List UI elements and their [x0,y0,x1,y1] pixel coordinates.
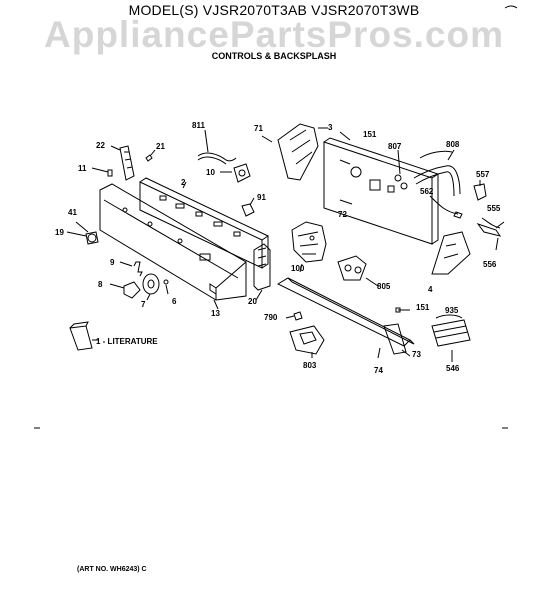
part-19-knob [66,221,99,245]
part-3-bracket [261,123,328,181]
part-13-backsplash [99,183,247,310]
part-21-screw [145,149,156,162]
callout-4: 4 [428,285,433,294]
stray-mark [504,5,518,9]
part-811-wire [197,129,237,165]
part-20-end-cap [253,243,271,301]
callout-1-literature: 1 - LITERATURE [96,337,158,346]
part-74-trim-strip [276,277,415,359]
part-805-valve [337,255,379,287]
callout-557: 557 [476,170,490,179]
callout-21: 21 [156,142,165,151]
part-1-literature [69,321,98,351]
part-11-screw [91,167,113,177]
part-73-bracket [383,323,411,357]
part-6-screw [163,279,169,295]
callout-9: 9 [110,258,115,267]
callout-2: 2 [181,178,186,187]
callout-807: 807 [388,142,402,151]
part-807-grommets [394,149,408,190]
callout-41: 41 [68,208,77,217]
callout-11: 11 [78,164,87,173]
part-91-clip [241,197,255,217]
callout-151: 151 [363,130,377,139]
art-number: (ART NO. WH6243) C [77,566,147,573]
part-9-clip [119,261,143,277]
callout-555: 555 [487,204,501,213]
watermark-text: AppliancePartsPros.com [44,14,504,55]
callout-73: 73 [412,350,421,359]
diagram-subtitle: CONTROLS & BACKSPLASH [211,51,337,61]
part-555-wire [476,217,505,251]
part-790-clip [285,311,303,321]
callout-3: 3 [328,123,333,132]
callout-562: 562 [420,187,434,196]
part-151-screw [395,307,410,313]
part-8-knob [109,281,141,299]
callout-935: 935 [445,306,459,315]
callout-6: 6 [172,297,177,306]
callout-72: 72 [338,210,347,219]
part-557-bracket [473,180,487,201]
callout-808: 808 [446,140,460,149]
callout-100: 100 [291,264,305,273]
callout-10: 10 [206,168,215,177]
callout-7: 7 [141,300,146,309]
model-title: MODEL(S) VJSR2070T3AB VJSR2070T3WB [128,2,420,18]
callout-22: 22 [96,141,105,150]
part-808-hoses [413,149,461,197]
callout-8: 8 [98,280,103,289]
callout-20: 20 [248,297,257,306]
callout-74: 74 [374,366,383,375]
part-546-wire-harness [431,314,471,362]
callout-13: 13 [211,309,220,318]
part-4-end-bracket [431,231,471,275]
callout-790: 790 [264,313,278,322]
callout-803: 803 [303,361,317,370]
part-7-timer-dial [142,273,160,301]
callout-91: 91 [257,193,266,202]
part-562-wire [429,195,463,219]
part-803-pressure-switch [289,325,325,358]
callout-151-lower: 151 [416,303,430,312]
callout-71: 71 [254,124,263,133]
callout-19: 19 [55,228,64,237]
callout-811: 811 [192,121,205,130]
part-72-back-panel [323,131,440,245]
callout-805: 805 [377,282,391,291]
part-100-control-board [291,221,327,273]
callout-556: 556 [483,260,497,269]
part-10-switch [220,163,251,183]
part-22-bracket [110,145,135,181]
callout-546: 546 [446,364,460,373]
